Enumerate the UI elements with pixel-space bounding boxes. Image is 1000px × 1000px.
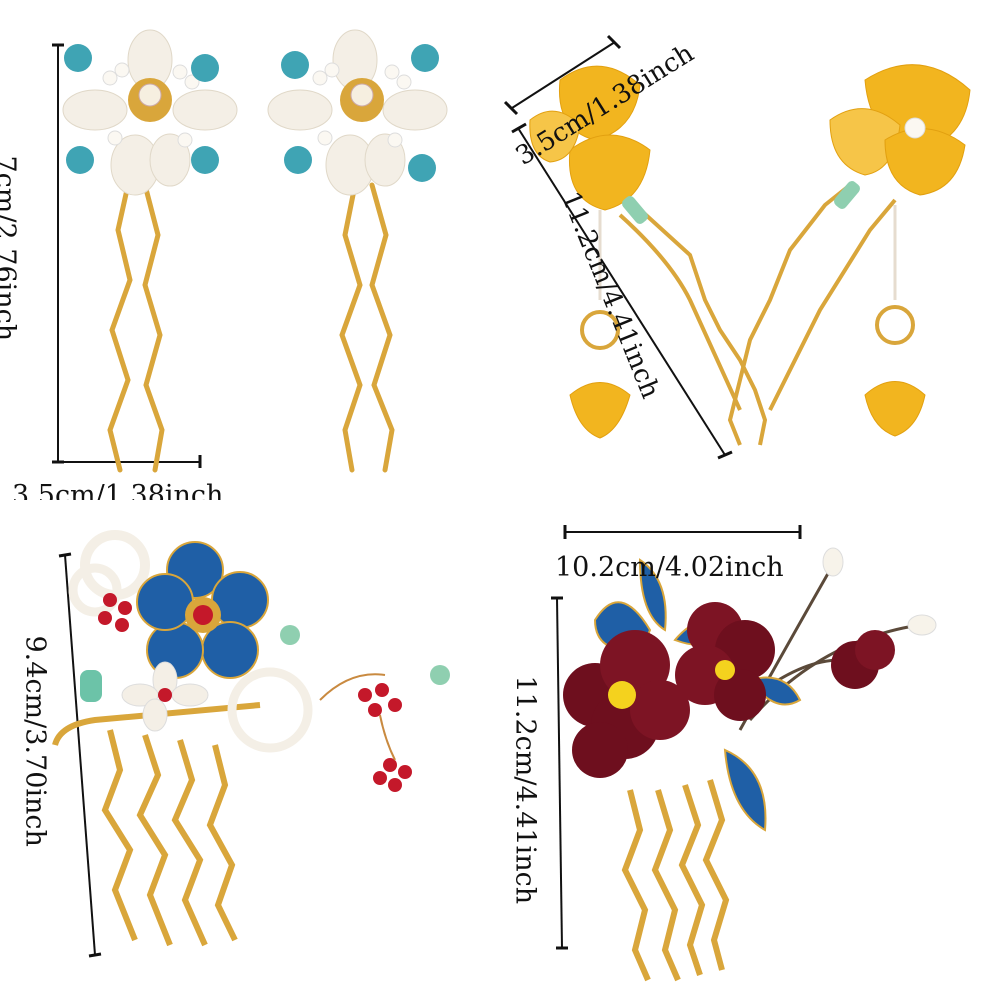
panel-ginkgo-hairpins: 3.5cm/1.38inch 11.2cm/4.41inch [500, 0, 1000, 500]
camellia-flower-left [563, 630, 690, 778]
comb-teeth [52, 702, 261, 947]
panel-flower-hairpins: 7cm/2.76inch 3.5cm/1.38inch [0, 0, 500, 500]
ginkgo-hairpin-left [529, 65, 768, 446]
ginkgo-hairpin-right [727, 64, 971, 446]
camellia-height-label: 11.2cm/4.41inch [509, 675, 541, 905]
width-label: 3.5cm/1.38inch [12, 480, 224, 500]
camellia-comb-teeth [621, 779, 730, 982]
comb-height-label: 9.4cm/3.70inch [19, 635, 51, 847]
white-pearl-flower [121, 661, 209, 732]
velvet-camellia-comb-icon [551, 525, 937, 982]
blue-plum-flower [136, 541, 269, 679]
panel-plum-comb: 9.4cm/3.70inch [0, 500, 500, 1000]
panel-camellia-comb: 10.2cm/4.02inch 11.2cm/4.41inch [500, 500, 1000, 1000]
plum-blossom-comb-icon [52, 530, 450, 958]
flower-hairpin-right [267, 29, 448, 473]
ginkgo-hairpin-pair-icon [503, 34, 971, 460]
camellia-width-label: 10.2cm/4.02inch [555, 552, 784, 583]
camellia-flower-right [675, 602, 775, 721]
flower-hairpin-left [62, 29, 238, 473]
flower-hairpin-pair-icon [52, 29, 448, 473]
height-label: 7cm/2.76inch [0, 155, 21, 342]
